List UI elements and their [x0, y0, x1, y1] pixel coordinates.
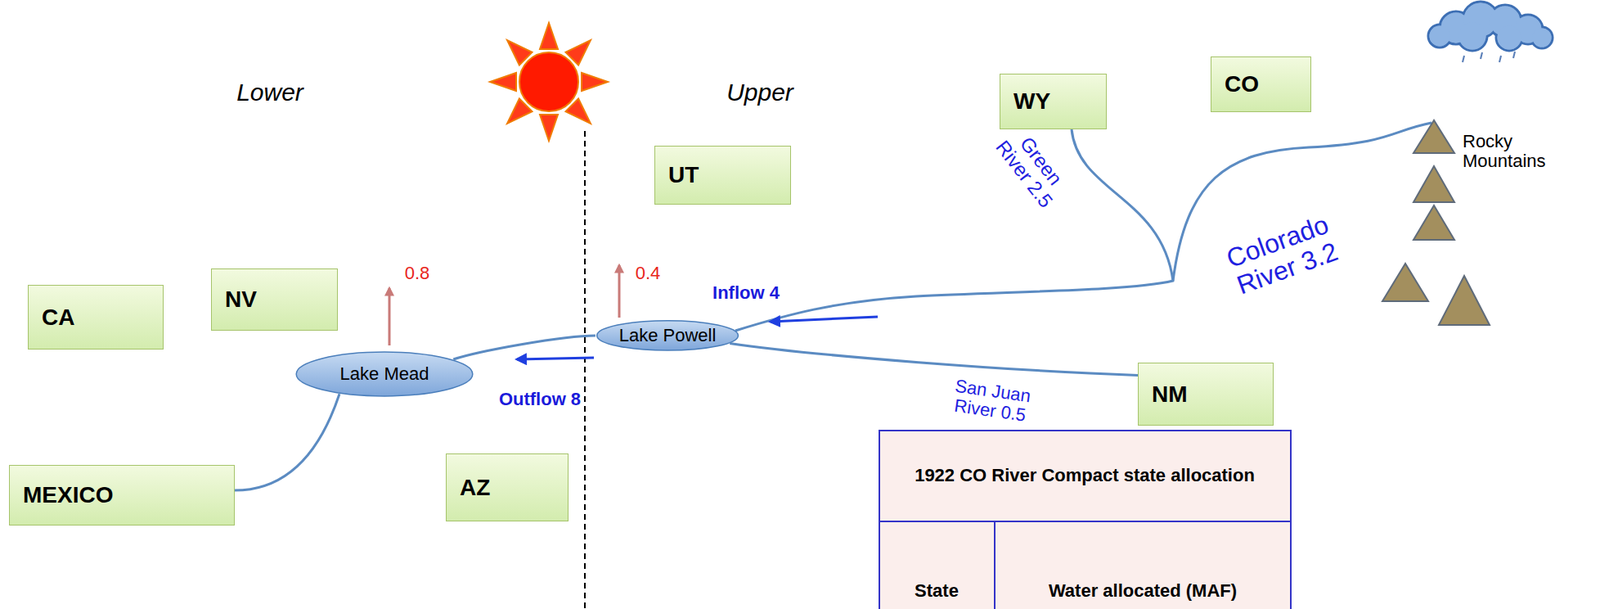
lake-ellipse: Lake Mead — [294, 350, 475, 397]
region-name: UT — [668, 161, 699, 189]
river-label: San Juan River 0.5 — [939, 374, 1043, 428]
region-name: CO — [1224, 71, 1259, 98]
river-line — [453, 335, 596, 360]
table-cell: Water allocated (MAF) — [1048, 580, 1237, 601]
river-line — [729, 342, 1138, 375]
river-line — [234, 393, 340, 490]
state-box: NV — [211, 268, 338, 331]
state-box: UT — [654, 145, 792, 205]
evaporation-arrow — [388, 287, 392, 346]
region-name: CA — [41, 304, 75, 331]
inflow-arrow — [770, 316, 878, 322]
region-label: Upper — [726, 78, 794, 106]
outflow-arrow — [516, 357, 594, 360]
flow-label: Inflow 4 — [712, 283, 780, 303]
colorado-river — [735, 122, 1432, 331]
evaporation-arrow — [618, 265, 621, 318]
state-box: NM — [1137, 362, 1274, 426]
green-river — [1071, 129, 1174, 281]
lake-name: Lake Mead — [340, 363, 430, 385]
region-name: AZ — [459, 474, 490, 501]
region-name: NV — [224, 286, 257, 313]
lake-ellipse: Lake Powell — [595, 319, 740, 351]
river-label: Colorado River 3.2 — [1214, 206, 1350, 303]
evaporation-value: 0.8 — [404, 263, 431, 284]
state-box: AZ — [445, 453, 569, 522]
river-label: Green River 2.5 — [987, 118, 1077, 216]
region-name: NM — [1151, 381, 1188, 408]
region-name: WY — [1013, 88, 1051, 115]
table-cell: State — [914, 580, 959, 601]
region-label: Lower — [236, 78, 304, 106]
region-name: MEXICO — [22, 481, 113, 508]
evaporation-value: 0.4 — [635, 263, 661, 284]
flow-label: Outflow 8 — [496, 389, 584, 409]
table-header: 1922 CO River Compact state allocation — [914, 465, 1255, 486]
rain-cloud — [1428, 1, 1553, 63]
sun — [489, 22, 608, 141]
basin-divide — [584, 130, 586, 609]
country-box: MEXICO — [8, 464, 235, 526]
lake-name: Lake Powell — [619, 324, 717, 347]
state-box: WY — [999, 73, 1107, 130]
state-box: CA — [27, 284, 164, 350]
allocation-table — [879, 430, 1291, 609]
mountain-label: Rocky Mountains — [1462, 131, 1561, 171]
state-box: CO — [1210, 56, 1312, 113]
